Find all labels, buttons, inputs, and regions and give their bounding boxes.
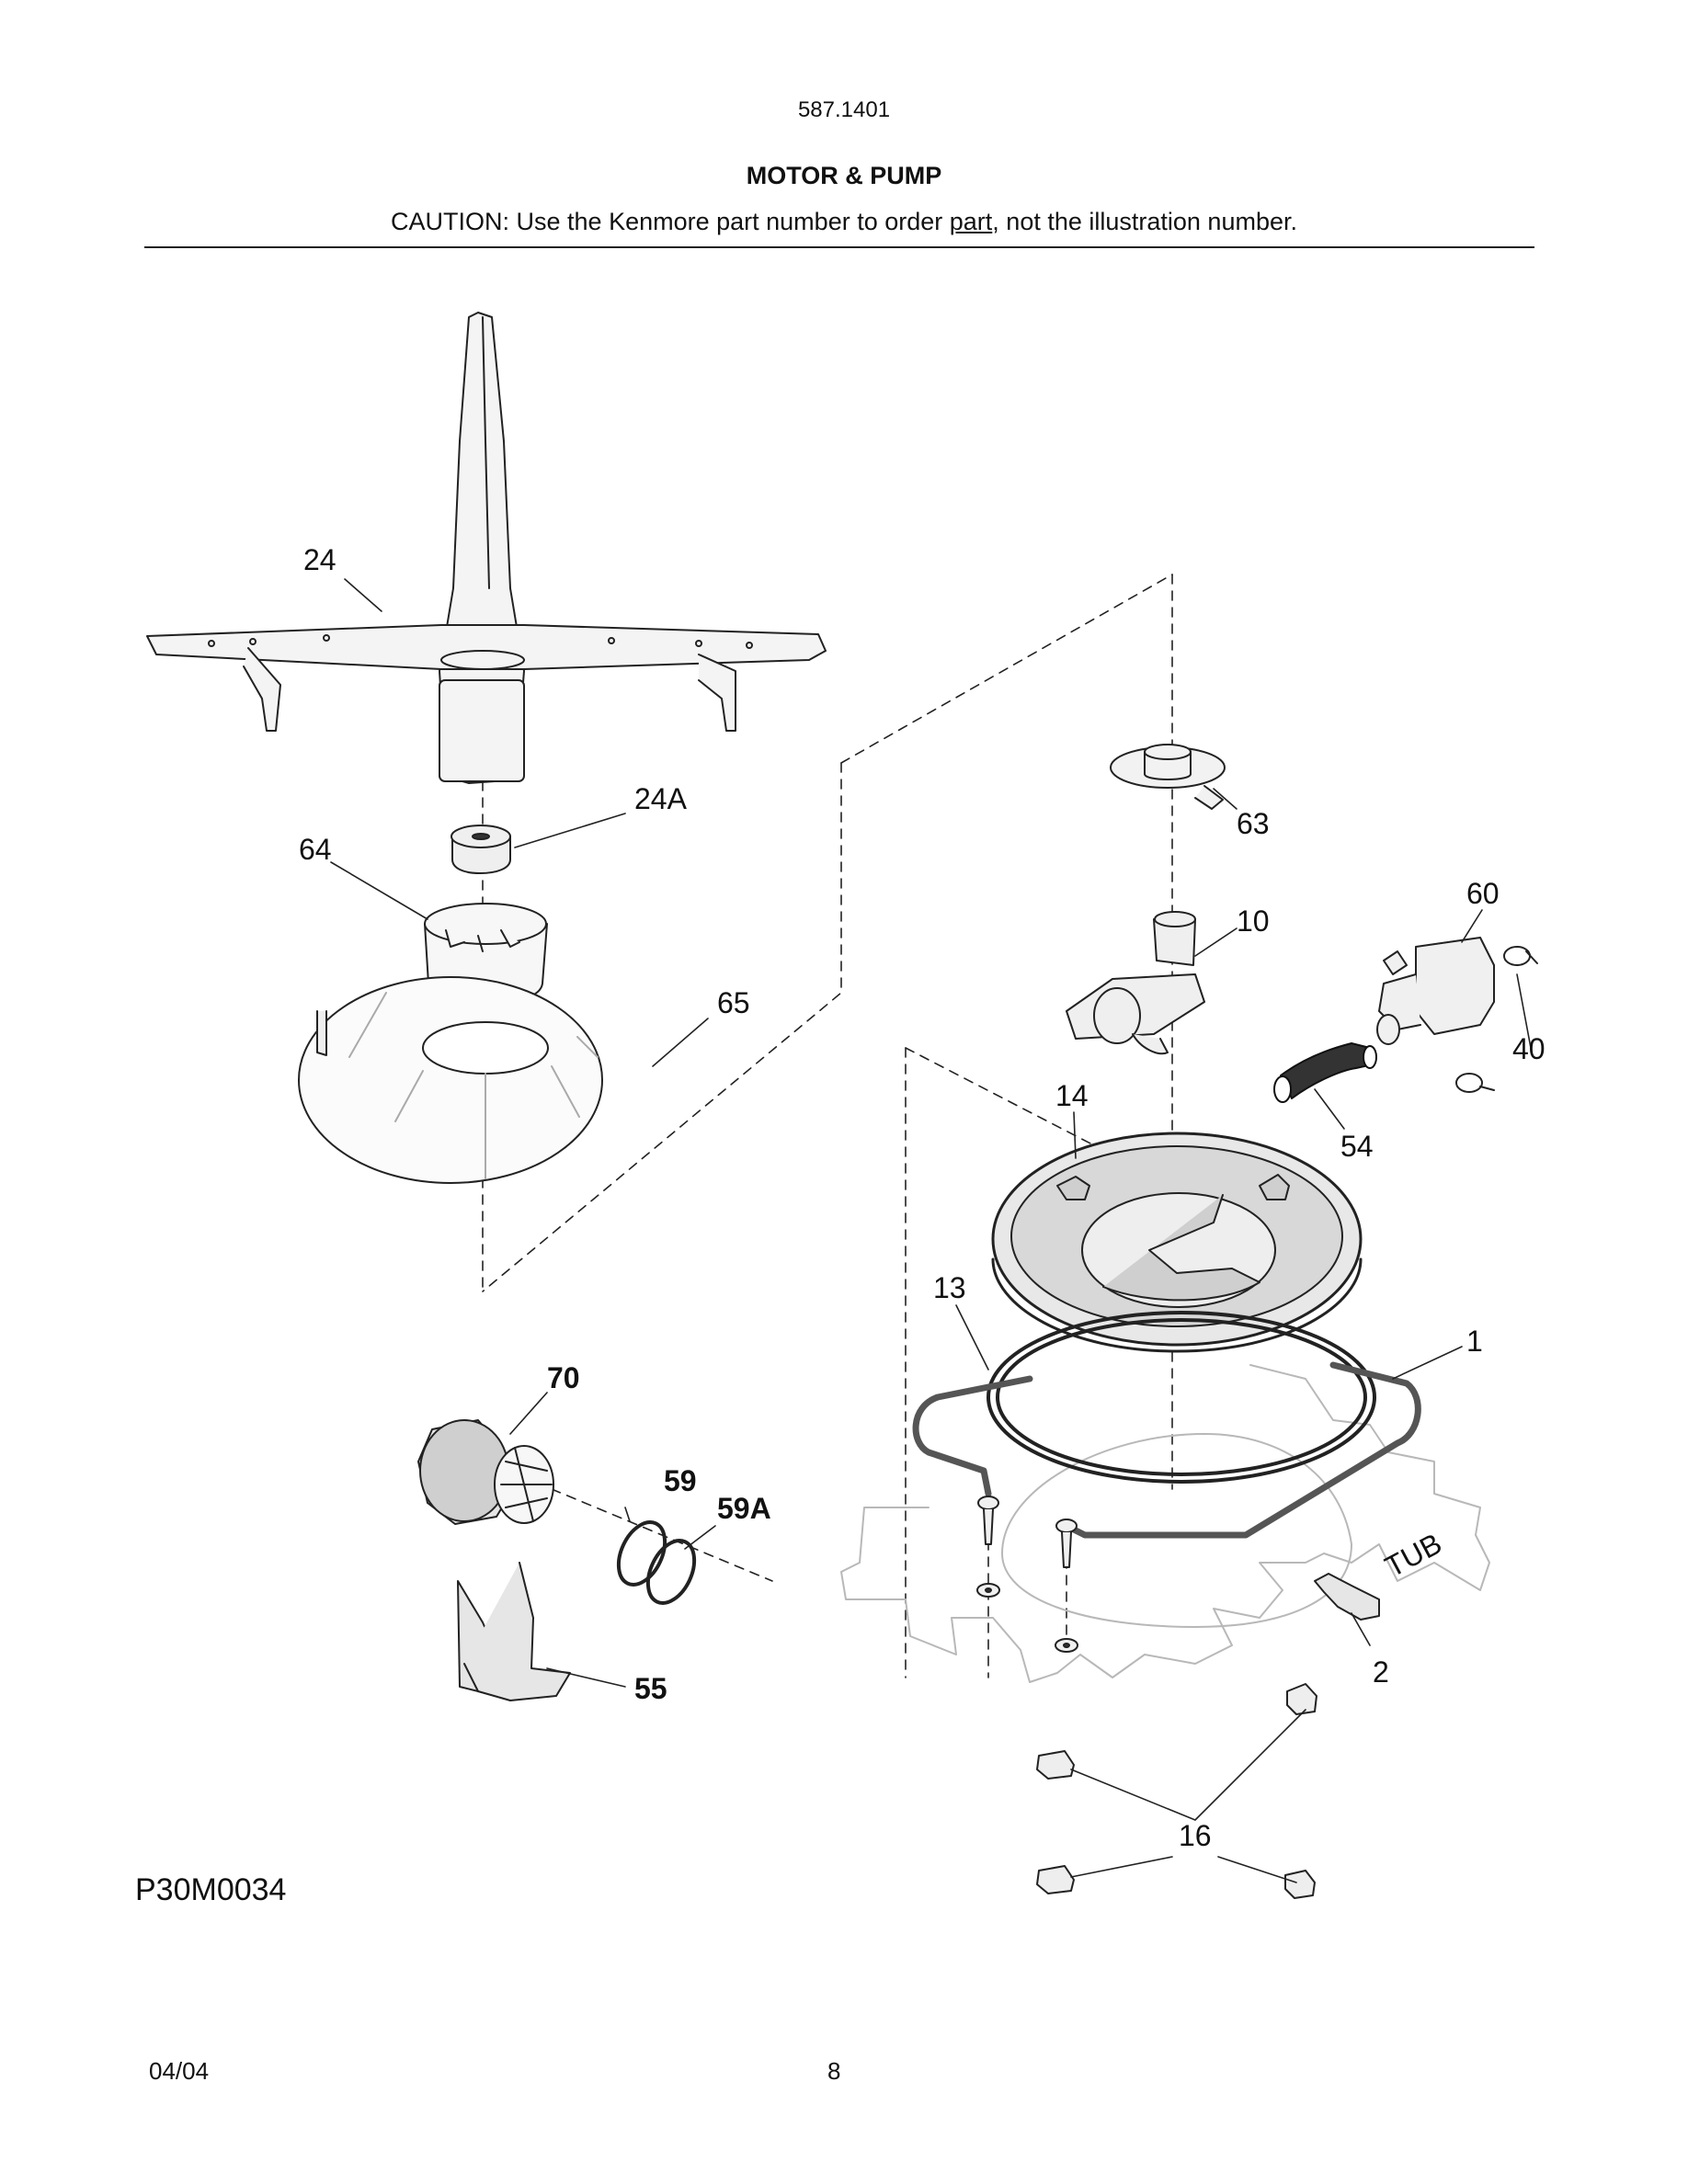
callout-64: 64 — [299, 833, 332, 866]
callout-16: 16 — [1179, 1819, 1212, 1852]
gasket-part-13 — [987, 1311, 1376, 1484]
o-ring-part-59 — [616, 1520, 697, 1605]
hose-part-54 — [1273, 1042, 1377, 1103]
filter-disk-part-65 — [298, 976, 603, 1184]
feet-part-16 — [1036, 1683, 1317, 1899]
callout-54: 54 — [1340, 1130, 1374, 1163]
section-title: MOTOR & PUMP — [746, 162, 942, 189]
callout-24: 24 — [303, 543, 336, 576]
valve-part-60 — [1376, 937, 1495, 1045]
motor-part-70 — [417, 1419, 554, 1525]
sump-part-14 — [991, 1132, 1363, 1353]
callout-24a: 24A — [634, 782, 688, 815]
footer-date: 04/04 — [149, 2057, 210, 2085]
callout-63: 63 — [1237, 807, 1270, 840]
callout-59a: 59A — [717, 1492, 771, 1525]
callout-65: 65 — [717, 986, 750, 1019]
spray-arm-part-24 — [146, 312, 827, 784]
callout-70: 70 — [547, 1361, 580, 1394]
callout-59: 59 — [664, 1464, 697, 1497]
callout-labels: 24 24A 64 65 63 10 60 40 14 54 13 1 70 5… — [299, 543, 1545, 1852]
leader-lines — [330, 578, 1532, 1883]
housing-part-10 — [1066, 911, 1205, 1055]
callout-1: 1 — [1466, 1325, 1483, 1358]
clamp-part-40 — [1455, 946, 1538, 1093]
page-number: 8 — [827, 2057, 841, 2085]
callout-40: 40 — [1512, 1032, 1545, 1065]
caution-text: CAUTION: Use the Kenmore part number to … — [391, 208, 950, 235]
callout-13: 13 — [933, 1271, 966, 1304]
cover-part-63 — [1110, 744, 1226, 810]
caution-underlined-word: part — [949, 208, 993, 235]
model-number: 587.1401 — [797, 97, 891, 122]
nut-part-24a — [451, 825, 511, 874]
bracket-part-55 — [457, 1562, 571, 1701]
callout-14: 14 — [1055, 1079, 1089, 1112]
caution-text-end: , not the illustration number. — [992, 208, 1297, 235]
caution-note: CAUTION: Use the Kenmore part number to … — [0, 208, 1688, 236]
callout-2: 2 — [1373, 1655, 1389, 1689]
callout-55: 55 — [634, 1672, 667, 1705]
clip-part-2 — [1314, 1573, 1380, 1621]
callout-10: 10 — [1237, 904, 1270, 938]
figure-id: P30M0034 — [135, 1872, 287, 1907]
tub-outline: TUB — [840, 1364, 1490, 1683]
screws-and-washers — [976, 1496, 1078, 1653]
heater-part-1 — [912, 1361, 1421, 1539]
callout-60: 60 — [1466, 877, 1500, 910]
tub-watermark: TUB — [1379, 1527, 1446, 1584]
header-rule — [144, 246, 1534, 248]
